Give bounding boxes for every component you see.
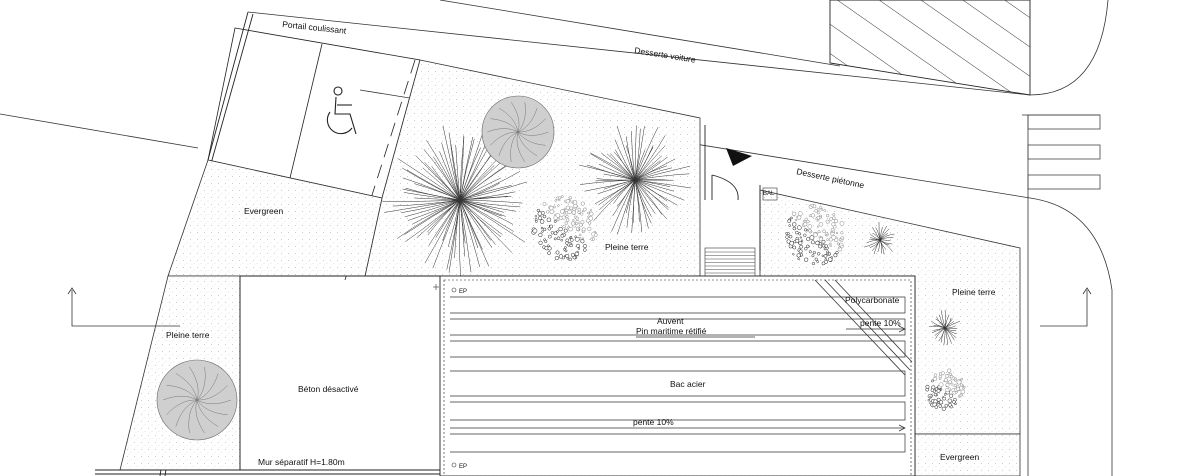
tree-shrub bbox=[785, 203, 845, 266]
tree-deciduous bbox=[481, 95, 555, 169]
tree-spiky bbox=[864, 222, 895, 255]
tree-spiky bbox=[579, 125, 691, 235]
ground-zones bbox=[119, 59, 1021, 476]
label-bal: BAL bbox=[763, 191, 775, 197]
pedestrian-crossing bbox=[1027, 114, 1101, 190]
label-evergreen-left: Evergreen bbox=[244, 206, 283, 216]
section-marker-icon bbox=[67, 287, 1092, 327]
label-pin: Pin maritime rétifié bbox=[636, 326, 707, 336]
building bbox=[439, 275, 916, 476]
accessibility-icon bbox=[326, 86, 357, 135]
neighbour-building bbox=[829, 0, 1031, 96]
label-pleine-terre-right: Pleine terre bbox=[952, 287, 996, 297]
walls bbox=[95, 275, 440, 475]
tree-deciduous bbox=[156, 359, 238, 441]
label-evergreen-right: Evergreen bbox=[940, 452, 979, 462]
label-ep-bottom: EP bbox=[459, 464, 467, 470]
label-ep-top: EP bbox=[459, 289, 467, 295]
label-polycarbonate: Polycarbonate bbox=[845, 295, 900, 305]
roof-strips bbox=[450, 296, 906, 453]
tree-shrub bbox=[531, 195, 598, 261]
label-desserte-voiture: Desserte voiture bbox=[634, 45, 697, 65]
mailbox bbox=[762, 187, 778, 201]
label-beton: Béton désactivé bbox=[298, 384, 359, 394]
entry-gate bbox=[704, 125, 761, 270]
tree-spiky bbox=[382, 125, 527, 277]
tree-spiky bbox=[929, 309, 961, 346]
label-pente-right: pente 10% bbox=[860, 318, 901, 328]
slope-arrows bbox=[450, 325, 906, 432]
label-auvent: Auvent bbox=[657, 316, 684, 326]
label-pente-main: pente 10% bbox=[633, 417, 674, 427]
label-pleine-terre-center: Pleine terre bbox=[605, 242, 649, 252]
tree-shrub bbox=[925, 368, 966, 411]
polycarbonate-canopy bbox=[814, 279, 913, 376]
trees bbox=[156, 95, 966, 441]
label-mur: Mur séparatif H=1.80m bbox=[258, 457, 345, 467]
north-arrow-icon bbox=[726, 148, 752, 166]
label-bac-acier: Bac acier bbox=[670, 379, 706, 389]
ep-markers bbox=[433, 284, 457, 468]
label-pleine-terre-left: Pleine terre bbox=[166, 330, 210, 340]
